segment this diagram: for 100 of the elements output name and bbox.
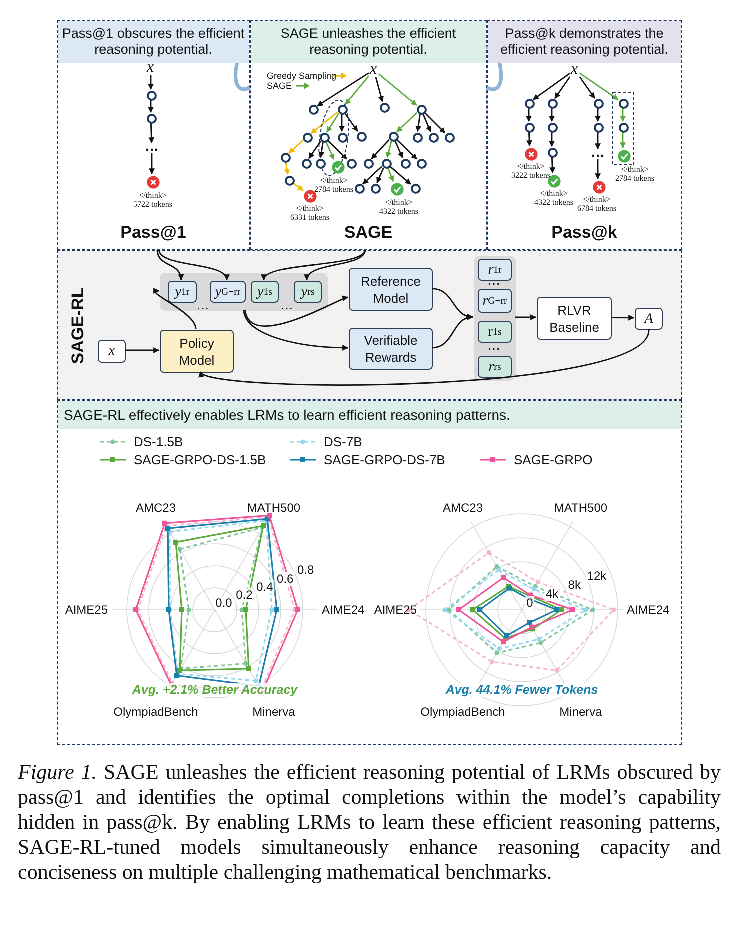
tree-node-circle <box>338 105 348 115</box>
tree-node-circle <box>413 133 423 143</box>
panel-heading: SAGE unleashes the efficient reasoning potential. <box>251 21 486 63</box>
tree-node-circle <box>347 159 357 169</box>
tick-label: 8k <box>567 578 582 592</box>
legend-label: DS-1.5B <box>134 434 184 450</box>
tree-node-circle <box>309 105 319 115</box>
ellipsis: ⋯ <box>488 342 500 356</box>
panel-heading: Pass@k demonstrates the efficient reasoning potential. <box>488 21 681 63</box>
tree-node-circle <box>357 132 367 142</box>
tree-node-circle <box>382 159 392 169</box>
arrow <box>318 142 325 158</box>
arrow <box>416 114 422 132</box>
tree-node-circle <box>417 105 427 115</box>
token-annotation: 2784 tokens <box>314 184 354 194</box>
tree-node-circle <box>417 159 427 169</box>
tree-node-circle <box>147 114 157 124</box>
variable-label: x <box>571 61 578 79</box>
arrow <box>432 314 474 349</box>
axis-label: Minerva <box>252 705 296 719</box>
tree-node-circle <box>380 103 390 113</box>
ellipsis: … <box>591 144 605 160</box>
tree-node-circle <box>303 133 313 143</box>
arrow <box>148 75 154 90</box>
arrow <box>317 72 370 107</box>
tree-node-circle <box>371 184 381 194</box>
tree-node-circle <box>355 184 365 194</box>
axis-label: AIME25 <box>374 603 417 617</box>
arrow <box>284 162 290 176</box>
arrow <box>620 108 626 122</box>
panel <box>487 20 682 250</box>
tree-node-circle <box>281 153 291 163</box>
arrow <box>326 113 340 133</box>
legend-label: SAGE-GRPO-DS-1.5B <box>134 452 266 468</box>
axis-label: AIME24 <box>322 603 365 617</box>
tick-label: 4k <box>544 587 560 602</box>
tree-node-circle <box>619 123 629 133</box>
token-annotation: </think> <box>385 198 413 207</box>
variable-label: x <box>370 61 378 79</box>
process-box: Reference Model <box>349 268 433 311</box>
arrow <box>378 74 418 106</box>
tree-node-circle <box>548 148 558 158</box>
tree-node-circle <box>316 159 326 169</box>
ellipsis: … <box>196 298 210 312</box>
arrow <box>375 76 384 102</box>
tick-label: 0.6 <box>276 572 295 586</box>
group-background <box>474 256 516 381</box>
panel-heading: SAGE-RL effectively enables LRMs to learn efficient reasoning patterns. <box>58 401 681 429</box>
arrow <box>526 132 533 147</box>
arrow <box>595 159 601 180</box>
tree-node-circle <box>320 133 330 143</box>
tick-label: 0.2 <box>235 588 254 602</box>
arrow <box>344 113 358 132</box>
arrow <box>422 114 432 132</box>
token-annotation: </think> <box>320 176 348 185</box>
tree-node-circle <box>389 132 399 142</box>
tick-label: 0.8 <box>296 563 316 578</box>
tree-node-circle <box>525 123 535 133</box>
arrow <box>158 250 228 281</box>
tree-node-circle <box>285 176 295 186</box>
token-annotation: 2784 tokens <box>616 174 654 182</box>
arrow <box>339 114 345 132</box>
process-box: Verifiable Rewards <box>349 328 433 370</box>
arrow <box>390 166 412 185</box>
ellipsis: … <box>280 298 294 312</box>
arrow <box>371 140 390 160</box>
tree-node-circle <box>401 159 411 169</box>
ellipsis: … <box>145 138 159 154</box>
arrow <box>554 76 571 99</box>
tree-node-circle <box>548 99 558 109</box>
arrow <box>200 328 650 386</box>
arrow <box>156 250 184 281</box>
arrow <box>148 100 154 114</box>
panel <box>250 20 487 250</box>
process-box: A <box>635 308 663 330</box>
tree-node-circle <box>445 133 455 143</box>
arrow <box>387 168 394 182</box>
arrow <box>580 72 619 100</box>
tree-node-circle <box>548 123 558 133</box>
axis-label: MATH500 <box>247 501 301 515</box>
axis-label: AMC23 <box>136 501 176 515</box>
arrow <box>549 132 555 148</box>
arrow <box>620 132 626 149</box>
legend-label: SAGE-GRPO-DS-7B <box>324 452 446 468</box>
tree-node-circle <box>411 184 421 194</box>
axis-label: OlympiadBench <box>114 705 198 719</box>
tree-node-circle <box>594 123 604 133</box>
arrow <box>327 140 348 160</box>
panel <box>57 250 682 400</box>
tick-label: 0.0 <box>214 596 234 610</box>
tree-node-circle <box>302 159 312 169</box>
token-annotation: </think> <box>621 165 649 174</box>
token-annotation: </think> <box>517 162 545 171</box>
arrow <box>306 250 366 281</box>
token-annotation: </think> <box>139 191 167 200</box>
process-box: x <box>98 340 126 363</box>
token-annotation: 6784 tokens <box>578 204 616 212</box>
arrow <box>424 112 446 134</box>
arrow <box>310 112 338 134</box>
arrow <box>292 182 304 192</box>
